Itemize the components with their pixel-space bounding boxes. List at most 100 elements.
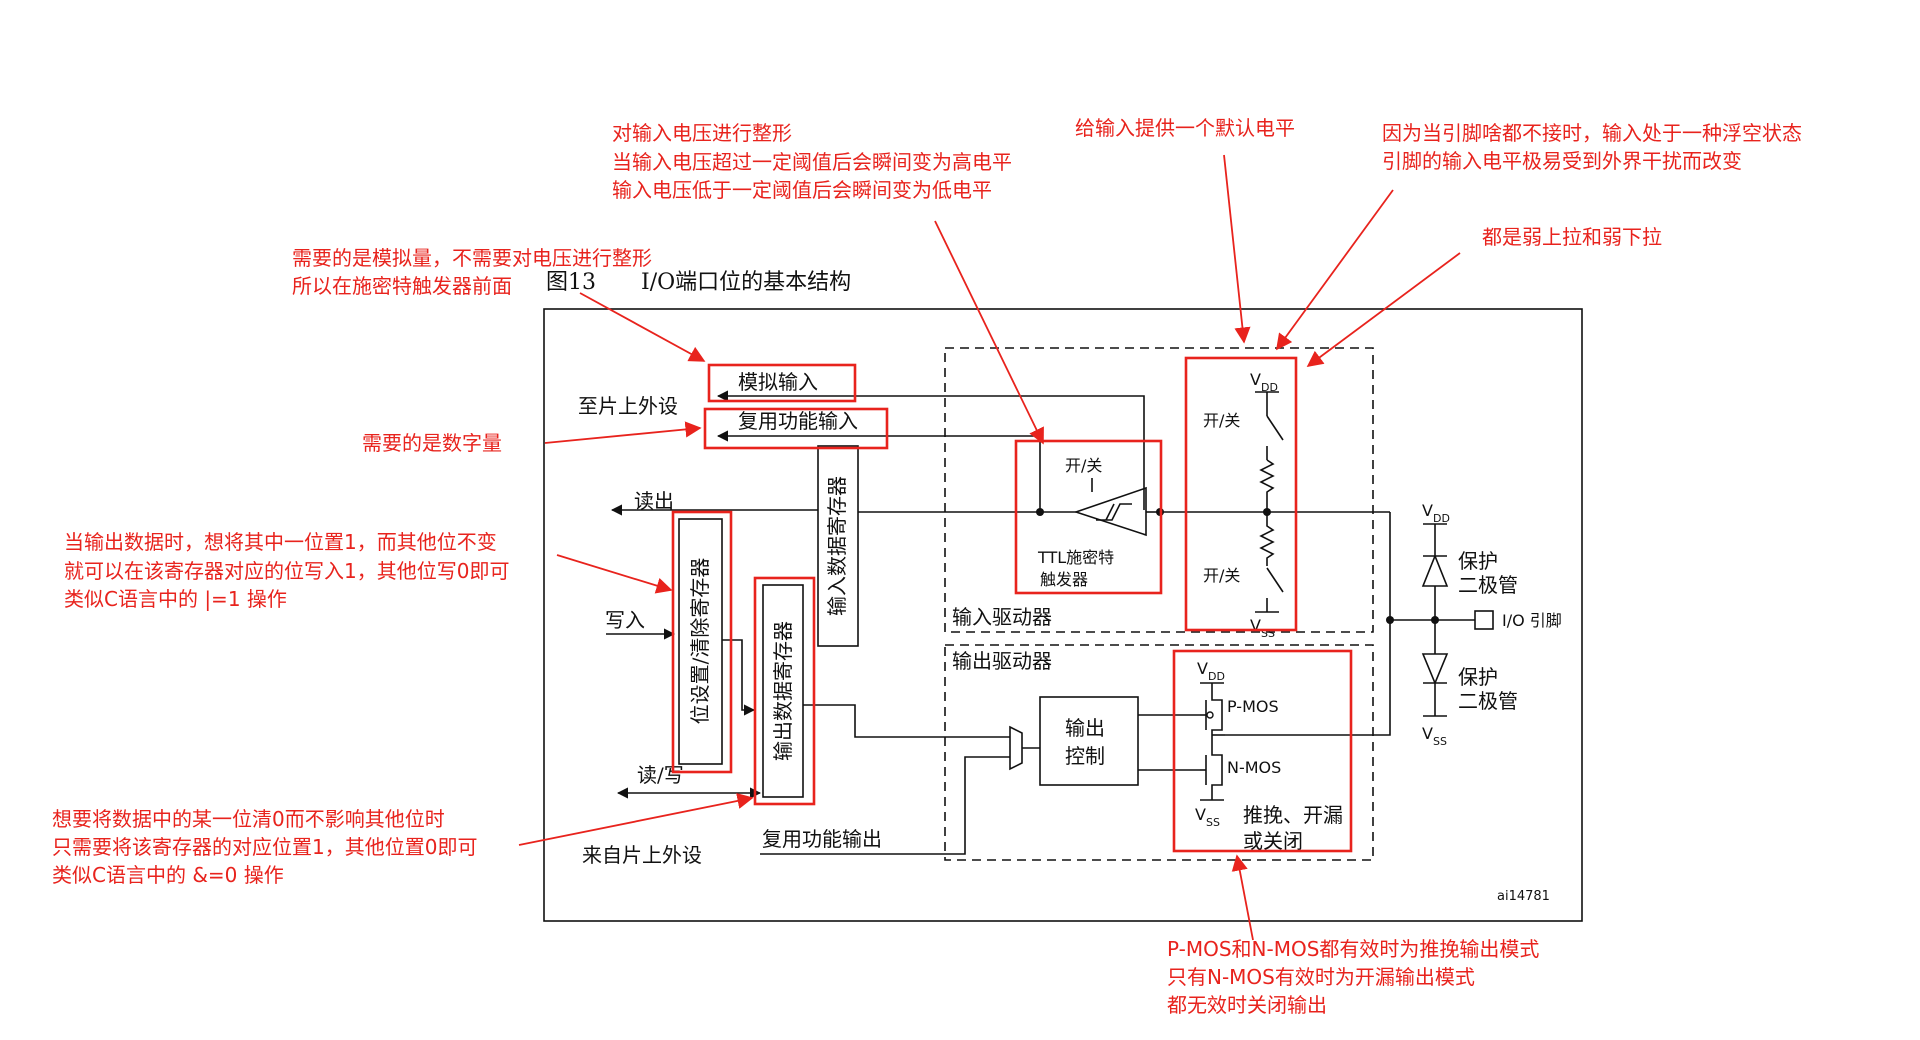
highlight-schmitt xyxy=(1014,439,1163,595)
read-label: 读出 xyxy=(634,489,674,513)
figure-code: ai14781 xyxy=(1497,889,1550,904)
alt-output-label: 复用功能输出 xyxy=(762,827,882,851)
schmitt-label-1: TTL施密特 xyxy=(1037,548,1114,567)
arrow-schmitt xyxy=(934,220,1044,445)
output-data-register-label: 输出数据寄存器 xyxy=(771,621,795,761)
svg-text:类似C语言中的 |=1 操作: 类似C语言中的 |=1 操作 xyxy=(64,587,287,611)
alt-output-wire xyxy=(760,756,1010,855)
svg-text:需要的是数字量: 需要的是数字量 xyxy=(362,431,502,455)
arrow-mos-modes xyxy=(1231,854,1254,941)
diode-vss-v: V xyxy=(1422,724,1433,743)
output-mux xyxy=(1009,725,1023,771)
nmos-label: N-MOS xyxy=(1227,758,1281,777)
svg-text:P-MOS和N-MOS都有效时为推挽输出模式: P-MOS和N-MOS都有效时为推挽输出模式 xyxy=(1167,937,1539,961)
output-mode-label-1: 推挽、开漏 xyxy=(1243,803,1343,827)
lower-diode-label-1: 保护 xyxy=(1458,665,1498,689)
io-pin-terminal xyxy=(1474,610,1494,630)
svg-text:输入电压低于一定阈值后会瞬间变为低电平: 输入电压低于一定阈值后会瞬间变为低电平 xyxy=(612,178,992,202)
input-driver-region xyxy=(944,347,1374,633)
input-driver-label: 输入驱动器 xyxy=(952,605,1052,629)
output-control-label-2: 控制 xyxy=(1065,744,1105,768)
highlight-alt-input xyxy=(703,407,889,450)
diode-vss-sub: SS xyxy=(1433,735,1447,748)
svg-text:需要的是模拟量，不需要对电压进行整形: 需要的是模拟量，不需要对电压进行整形 xyxy=(292,246,652,270)
svg-text:只需要将该寄存器的对应位置1，其他位置0即可: 只需要将该寄存器的对应位置1，其他位置0即可 xyxy=(52,835,477,859)
output-control-box xyxy=(1039,696,1139,786)
mos-vdd-sub: DD xyxy=(1208,670,1225,683)
pulldown-vss-v: V xyxy=(1250,616,1261,635)
svg-text:引脚的输入电平极易受到外界干扰而改变: 引脚的输入电平极易受到外界干扰而改变 xyxy=(1382,149,1742,173)
io-pin-label: I/O 引脚 xyxy=(1502,611,1562,630)
highlight-mos xyxy=(1172,649,1353,853)
upper-diode-label-1: 保护 xyxy=(1458,549,1498,573)
pulldown-resistor xyxy=(1259,512,1275,566)
diode-vdd-v: V xyxy=(1422,501,1433,520)
upper-protection-diode xyxy=(1421,524,1449,620)
output-data-register xyxy=(762,584,804,798)
output-bus-wire xyxy=(1225,512,1391,736)
pullup-switch xyxy=(1266,415,1284,460)
bit-set-reset-register-label: 位设置/清除寄存器 xyxy=(688,558,712,725)
svg-text:只有N-MOS有效时为开漏输出模式: 只有N-MOS有效时为开漏输出模式 xyxy=(1167,965,1475,989)
output-control-label-1: 输出 xyxy=(1065,716,1105,740)
svg-text:都无效时关闭输出: 都无效时关闭输出 xyxy=(1167,993,1327,1017)
arrow-bsr-set xyxy=(556,554,673,594)
diagram-frame xyxy=(543,308,1583,922)
pmos-transistor xyxy=(1211,683,1223,745)
analog-input-label: 模拟输入 xyxy=(738,370,818,394)
diode-vdd-sub: DD xyxy=(1433,512,1450,525)
note-schmitt: 对输入电压进行整形 当输入电压超过一定阈值后会瞬间变为高电平 输入电压低于一定阈… xyxy=(612,121,1012,202)
mos-vss-v: V xyxy=(1195,805,1206,824)
output-mode-label-2: 或关闭 xyxy=(1243,829,1303,853)
lower-protection-diode xyxy=(1421,620,1449,716)
highlight-pull-network xyxy=(1184,356,1298,632)
pullup-resistor xyxy=(1259,459,1275,512)
pullup-vdd-sub: DD xyxy=(1261,381,1278,394)
read-write-label: 读/写 xyxy=(637,763,684,787)
odr-to-mux-wire xyxy=(803,704,1010,738)
highlight-analog-input xyxy=(707,363,857,403)
svg-text:当输出数据时，想将其中一位置1，而其他位不变: 当输出数据时，想将其中一位置1，而其他位不变 xyxy=(64,530,497,554)
note-weak-pull: 都是弱上拉和弱下拉 xyxy=(1482,225,1662,249)
svg-text:对输入电压进行整形: 对输入电压进行整形 xyxy=(612,121,792,145)
figure-number: 图13 xyxy=(546,270,596,295)
svg-text:给输入提供一个默认电平: 给输入提供一个默认电平 xyxy=(1075,116,1295,140)
note-analog: 需要的是模拟量，不需要对电压进行整形 所以在施密特触发器前面 xyxy=(292,246,652,298)
arrow-floating xyxy=(1276,189,1394,351)
note-bsr-clear: 想要将数据中的某一位清0而不影响其他位时 只需要将该寄存器的对应位置1，其他位置… xyxy=(52,807,477,887)
arrow-digital xyxy=(544,421,702,444)
analog-input-wire xyxy=(716,390,1145,510)
input-data-register-label: 输入数据寄存器 xyxy=(825,476,849,616)
from-peripheral-label: 来自片上外设 xyxy=(582,843,702,867)
arrow-default-level xyxy=(1223,154,1251,344)
mos-vss-sub: SS xyxy=(1206,816,1220,829)
bit-set-reset-register xyxy=(678,518,723,765)
alt-input-label: 复用功能输入 xyxy=(738,409,858,433)
note-digital: 需要的是数字量 xyxy=(362,431,502,455)
svg-text:都是弱上拉和弱下拉: 都是弱上拉和弱下拉 xyxy=(1482,225,1662,249)
pulldown-switch xyxy=(1266,567,1284,612)
lower-diode-label-2: 二极管 xyxy=(1458,689,1518,713)
svg-text:因为当引脚啥都不接时，输入处于一种浮空状态: 因为当引脚啥都不接时，输入处于一种浮空状态 xyxy=(1382,121,1802,145)
input-data-register xyxy=(817,445,859,647)
upper-diode-label-2: 二极管 xyxy=(1458,573,1518,597)
figure-title: I/O端口位的基本结构 xyxy=(641,270,851,295)
note-mos-modes: P-MOS和N-MOS都有效时为推挽输出模式 只有N-MOS有效时为开漏输出模式… xyxy=(1167,937,1539,1017)
highlight-bsr xyxy=(671,510,733,774)
svg-text:所以在施密特触发器前面: 所以在施密特触发器前面 xyxy=(292,274,512,298)
pullup-switch-label: 开/关 xyxy=(1203,411,1240,430)
svg-text:当输入电压超过一定阈值后会瞬间变为高电平: 当输入电压超过一定阈值后会瞬间变为高电平 xyxy=(612,150,1012,174)
pulldown-switch-label: 开/关 xyxy=(1203,566,1240,585)
arrow-weak-pull xyxy=(1306,252,1461,367)
pullup-vdd-v: V xyxy=(1250,370,1261,389)
mos-vdd-v: V xyxy=(1197,659,1208,678)
note-default-level: 给输入提供一个默认电平 xyxy=(1075,116,1295,140)
output-driver-label: 输出驱动器 xyxy=(952,649,1052,673)
svg-text:想要将数据中的某一位清0而不影响其他位时: 想要将数据中的某一位清0而不影响其他位时 xyxy=(52,807,445,831)
svg-text:类似C语言中的 &=0 操作: 类似C语言中的 &=0 操作 xyxy=(52,863,284,887)
note-bsr-set: 当输出数据时，想将其中一位置1，而其他位不变 就可以在该寄存器对应的位写入1，其… xyxy=(64,530,509,611)
to-peripheral-label: 至片上外设 xyxy=(578,394,678,418)
arrow-bsr-clear xyxy=(518,792,754,846)
note-floating: 因为当引脚啥都不接时，输入处于一种浮空状态 引脚的输入电平极易受到外界干扰而改变 xyxy=(1382,121,1802,173)
